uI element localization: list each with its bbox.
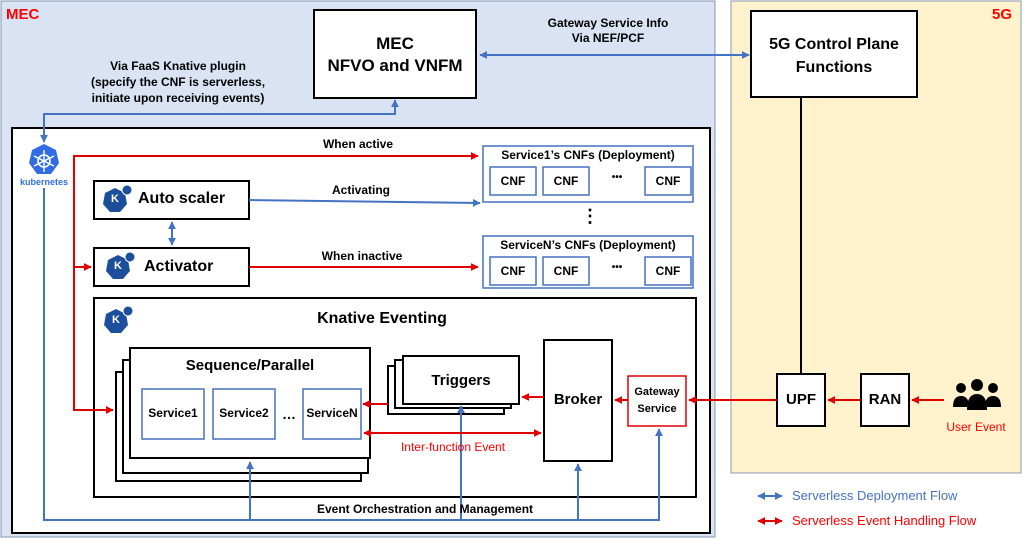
services-ellipsis: …: [282, 406, 296, 422]
control-plane-title-line1: 5G Control Plane: [769, 36, 899, 53]
deployment-1-title: Service1’s CNFs (Deployment): [501, 148, 675, 162]
service-2-box: [212, 388, 276, 440]
faas-label-line2: (specify the CNF is serverless,: [90, 75, 266, 89]
cnf-ellipsis: •••: [611, 172, 623, 183]
when-inactive-label: When inactive: [321, 249, 403, 263]
nfvo-title-line2: NFVO and VNFM: [327, 56, 463, 75]
cnf-label: CNF: [655, 264, 681, 278]
knative-eventing-title: Knative Eventing: [317, 310, 447, 327]
upf-title: UPF: [786, 391, 816, 408]
faas-label-line3: initiate upon receiving events): [91, 91, 265, 105]
cnf-label: CNF: [553, 174, 579, 188]
inter-function-label: Inter-function Event: [400, 440, 506, 454]
service-2-label: Service2: [219, 406, 269, 420]
triggers-box: [402, 355, 520, 405]
nfvo-title-line1: MEC: [376, 34, 414, 53]
cnf-box: [489, 256, 537, 286]
gateway-service-box: [627, 375, 687, 427]
users-group-icon: [953, 379, 1001, 410]
cnf-label: CNF: [655, 174, 681, 188]
kubernetes-label: kubernetes: [19, 177, 69, 187]
service-n-box: [302, 388, 362, 440]
ran-title: RAN: [868, 391, 902, 408]
auto-scaler-box: [93, 180, 250, 220]
when-active-label: When active: [322, 137, 394, 151]
knative-k-icon: [103, 184, 133, 212]
activating-label: Activating: [331, 183, 391, 197]
activating-arrow: [248, 198, 481, 207]
cnf-box: [489, 166, 537, 196]
red-bus: [73, 155, 472, 414]
kubernetes-logo-icon: [29, 144, 59, 174]
cnf-label: CNF: [500, 174, 526, 188]
knative-k-icon: [106, 251, 136, 279]
gateway-title-line2: Service: [637, 403, 677, 415]
activator-title: Activator: [144, 258, 214, 275]
cnf-ellipsis: •••: [611, 262, 623, 273]
orchestration-bus: [43, 188, 660, 521]
gateway-info-label-line1: Gateway Service Info: [547, 16, 669, 30]
faas-label-line1: Via FaaS Knative plugin: [110, 59, 246, 73]
control-plane-box: [750, 10, 918, 98]
user-event-label: User Event: [946, 420, 1006, 434]
legend-event-label: Serverless Event Handling Flow: [792, 513, 977, 528]
control-plane-title-line2: Functions: [795, 59, 873, 76]
faas-plugin-arrow: [40, 99, 399, 143]
broker-title: Broker: [553, 391, 603, 408]
triggers-title: Triggers: [431, 372, 491, 389]
cnf-box: [644, 256, 692, 286]
mec-region-label: MEC: [6, 6, 40, 23]
gateway-info-label-line2: Via NEF/PCF: [571, 31, 645, 45]
orchestration-label: Event Orchestration and Management: [316, 502, 534, 516]
broker-box: [543, 339, 613, 462]
service-1-box: [141, 388, 205, 440]
knative-k-glyph: K: [111, 193, 119, 205]
sequence-parallel-title: Sequence/Parallel: [185, 357, 315, 374]
deployment-n-title: ServiceN’s CNFs (Deployment): [500, 238, 676, 252]
cnf-label: CNF: [553, 264, 579, 278]
gateway-title-line1: Gateway: [634, 386, 680, 398]
deployments-vertical-ellipsis: ⋮: [581, 206, 599, 226]
cnf-box: [542, 256, 590, 286]
nfvo-vnfm-box: [313, 9, 477, 99]
knative-k-glyph: K: [114, 260, 122, 272]
legend-deployment-label: Serverless Deployment Flow: [792, 488, 958, 503]
auto-scaler-title: Auto scaler: [138, 190, 226, 207]
knative-k-glyph: K: [112, 314, 120, 326]
service-n-label: ServiceN: [306, 406, 358, 420]
cnf-label: CNF: [500, 264, 526, 278]
cnf-box: [644, 166, 692, 196]
cnf-box: [542, 166, 590, 196]
knative-k-icon: [104, 305, 134, 333]
service-1-label: Service1: [148, 406, 198, 420]
fiveg-region-label: 5G: [992, 6, 1013, 23]
